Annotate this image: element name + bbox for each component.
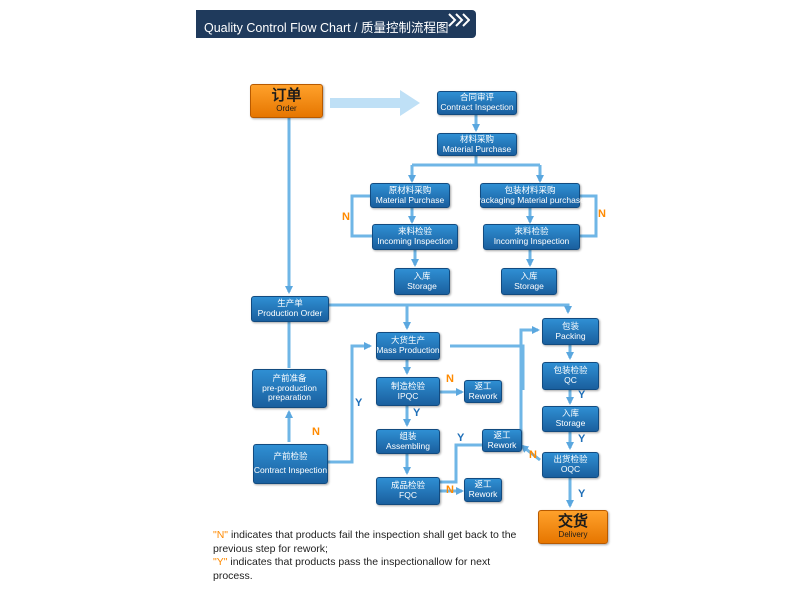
- node-fqc: 成品检验 FQC: [376, 477, 440, 505]
- node-storage-right: 入库 Storage: [501, 268, 557, 295]
- legend-y: "Y" indicates that products pass the ins…: [213, 556, 491, 582]
- node-ipqc: 制造检验 IPQC: [376, 377, 440, 406]
- node-oqc: 出货检验 OQC: [542, 452, 599, 478]
- node-material-purchase: 材料采购 Material Purchase: [437, 133, 517, 156]
- node-storage-left: 入库 Storage: [394, 268, 450, 295]
- label-n-packaging: N: [598, 208, 606, 220]
- page-title: Quality Control Flow Chart / 质量控制流程图: [204, 21, 449, 35]
- label-y-assembling: Y: [413, 407, 421, 419]
- label-n-fqc: N: [446, 484, 454, 496]
- label-n-preproduction: N: [312, 426, 320, 438]
- node-incoming-inspection-right: 来料检验 Incoming Inspection: [483, 224, 580, 250]
- node-storage-final: 入库 Storage: [542, 406, 599, 432]
- node-preproduction-preparation: 产前准备 pre-production preparation: [252, 369, 327, 408]
- node-contract-inspection: 合同审评 Contract Inspection: [437, 91, 517, 115]
- label-n-raw-material: N: [342, 211, 350, 223]
- double-chevron-icon: [448, 13, 470, 27]
- label-y-storage: Y: [578, 433, 586, 445]
- node-production-order: 生产单 Production Order: [251, 296, 329, 322]
- node-incoming-inspection-left: 来料检验 Incoming Inspection: [372, 224, 458, 250]
- node-raw-material-purchase: 原材料采购 Material Purchase: [370, 183, 450, 208]
- legend-notes: "N" indicates that products fail the ins…: [213, 529, 518, 584]
- node-preproduction-inspection: 产前检验 Contract Inspection: [253, 444, 328, 484]
- big-arrow-icon: [330, 90, 420, 116]
- label-y-delivery: Y: [578, 488, 586, 500]
- node-order: 订单 Order: [250, 84, 323, 118]
- label-n-ipqc: N: [446, 373, 454, 385]
- node-delivery: 交货 Delivery: [538, 510, 608, 544]
- label-n-oqc: N: [529, 449, 537, 461]
- node-rework-ipqc: 返工 Rework: [464, 380, 502, 403]
- node-packing: 包装 Packing: [542, 318, 599, 345]
- node-qc: 包装检验 QC: [542, 362, 599, 390]
- legend-n: "N" indicates that products fail the ins…: [213, 529, 517, 555]
- node-rework-oqc: 返工 Rework: [482, 429, 522, 452]
- node-mass-production: 大货生产 Mass Production: [376, 332, 440, 360]
- label-y-packing: Y: [457, 432, 465, 444]
- header-banner: Quality Control Flow Chart / 质量控制流程图: [196, 10, 476, 38]
- node-assembling: 组装 Assembling: [376, 429, 440, 454]
- node-rework-fqc: 返工 Rework: [464, 478, 502, 502]
- node-packaging-material-purchase: 包装材料采购 Packaging Material purchase: [475, 183, 585, 208]
- label-y-qc: Y: [578, 389, 586, 401]
- label-y-mass-production: Y: [355, 397, 363, 409]
